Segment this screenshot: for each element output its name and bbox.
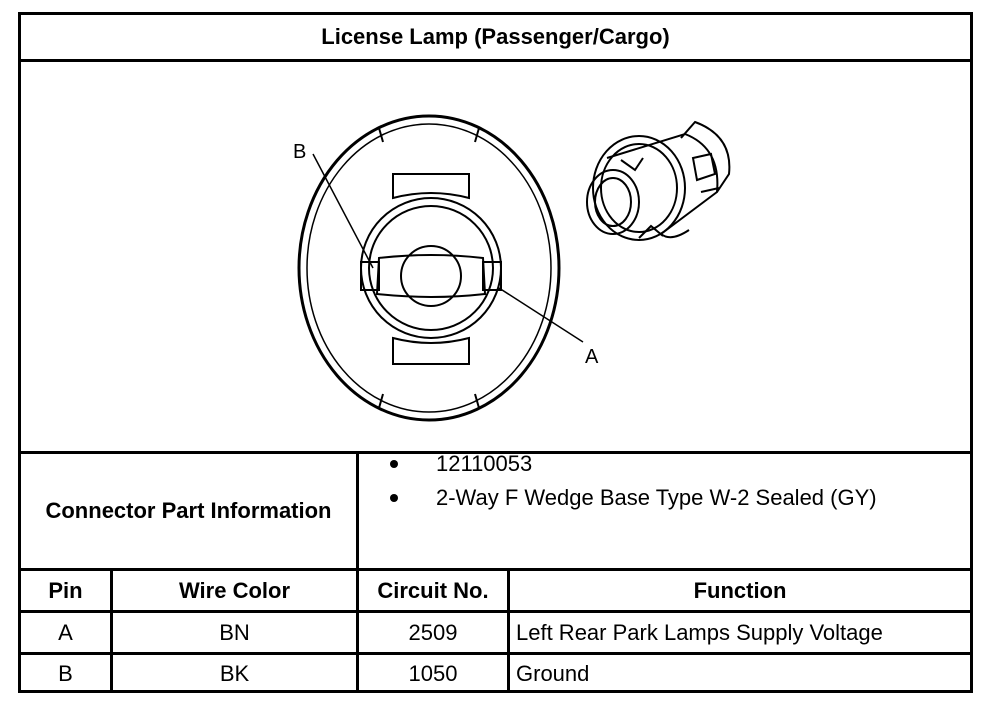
connector-sheet: License Lamp (Passenger/Cargo) B A [18, 12, 973, 693]
bullet-icon [390, 494, 398, 502]
part-description: 2-Way F Wedge Base Type W-2 Sealed (GY) [436, 485, 877, 510]
row-a-circuit-no: 2509 [408, 619, 458, 645]
bullet-icon [390, 460, 398, 468]
part-number: 12110053 [436, 451, 533, 476]
leader-a [498, 287, 584, 343]
row-b-pin: B [58, 661, 73, 686]
header-wire-color: Wire Color [178, 577, 291, 603]
page-title: License Lamp (Passenger/Cargo) [21, 15, 970, 62]
terminal-a [482, 261, 502, 291]
row-a-function: Left Rear Park Lamps Supply Voltage [516, 619, 883, 645]
divider-row-b [21, 652, 970, 655]
rim-notches [378, 127, 480, 409]
header-circuit-no: Circuit No. [377, 577, 489, 603]
terminal-cavity [375, 254, 487, 298]
col-divider-pin [110, 568, 113, 693]
list-item: 2-Way F Wedge Base Type W-2 Sealed (GY) [390, 481, 877, 515]
row-b-function: Ground [516, 661, 590, 686]
divider-diagram [21, 451, 970, 454]
row-a-pin: A [58, 619, 73, 645]
row-b-wire-color: BK [219, 661, 250, 686]
center-bore [400, 245, 462, 307]
header-function: Function [693, 577, 787, 603]
inner-ring [368, 205, 494, 331]
connector-info-label: Connector Part Information [45, 498, 332, 523]
divider-header [21, 568, 970, 571]
connector-diagram: B A [293, 114, 731, 422]
row-b-circuit-no: 1050 [408, 661, 458, 686]
inner-ring-outer [360, 197, 502, 339]
lower-lug [392, 336, 470, 365]
header-pin: Pin [48, 577, 83, 603]
list-item: 12110053 [390, 447, 877, 481]
col-divider-circuit [507, 568, 510, 693]
upper-lug [392, 173, 470, 200]
row-a-wire-color: BN [219, 619, 250, 645]
lamp-socket-illustration [586, 120, 731, 241]
col-divider-connector [356, 451, 359, 693]
pin-b-label: B [293, 141, 306, 163]
connector-face-outline [297, 114, 561, 422]
divider-row-a [21, 610, 970, 613]
connector-face-rim [306, 123, 552, 413]
pin-a-label: A [585, 346, 599, 368]
connector-part-list: 12110053 2-Way F Wedge Base Type W-2 Sea… [390, 447, 877, 515]
leader-b [312, 153, 374, 269]
